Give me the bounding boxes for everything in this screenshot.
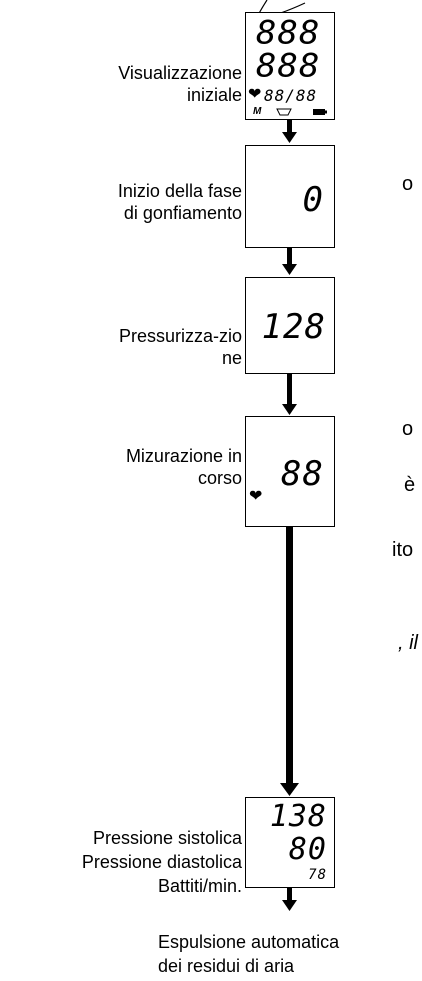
label-line: Pressione sistolica [92, 828, 242, 848]
label-line: Pressione diastolica [81, 852, 242, 872]
final-note: Espulsione automatica dei residui di ari… [158, 930, 339, 978]
label-line: Battiti/min. [157, 876, 242, 896]
battery-icon [313, 109, 327, 115]
label-line: iniziale [186, 85, 242, 105]
arrow-connectors [280, 120, 299, 911]
lcd-row: 888 [256, 47, 321, 85]
step-label-measuring: Mizurazione in corso [126, 445, 242, 489]
lcd-row: 88/88 [264, 86, 318, 105]
lcd-value: 88 [281, 454, 324, 494]
text-fragment: ito [392, 539, 414, 561]
label-line: corso [197, 468, 242, 488]
label-line: Visualizzazione [118, 63, 242, 83]
lcd-pulse: 78 [308, 867, 327, 883]
heart-icon: ❤ [249, 488, 263, 505]
step-label-inflation: Inizio della fase di gonfiamento [118, 180, 242, 224]
lcd-diastolic: 80 [288, 832, 327, 867]
lcd-display-measuring: 88 ❤ [245, 416, 335, 527]
lcd-display-result: 138 80 78 [245, 797, 335, 888]
cuff-icon [276, 108, 292, 116]
lcd-systolic: 138 [269, 799, 327, 834]
text-fragment: è [404, 474, 416, 496]
lcd-value: 128 [261, 307, 326, 347]
step-label-initial: Visualizzazione iniziale [118, 62, 242, 106]
step-label-result: Pressione sistolica Pressione diastolica… [82, 826, 242, 898]
final-note-line: dei residui di aria [158, 956, 295, 976]
lcd-display-pressurization: 128 [245, 277, 335, 374]
label-line: Pressurizza-zio [118, 326, 242, 346]
label-line: di gonfiamento [123, 203, 242, 223]
final-note-line: Espulsione automatica [158, 932, 340, 952]
memory-m-icon: M [253, 106, 262, 117]
lcd-display-initial: 888 888 ❤ 88/88 M [245, 12, 335, 120]
lcd-display-inflation: 0 [245, 145, 335, 248]
text-fragment: o [402, 418, 414, 440]
lcd-value: 0 [302, 180, 324, 220]
label-line: ne [221, 348, 242, 368]
heart-icon: ❤ [248, 86, 262, 103]
text-fragment: o [402, 173, 414, 195]
label-line: Inizio della fase [117, 181, 242, 201]
text-fragment: , il [398, 632, 418, 654]
label-line: Mizurazione in [125, 446, 242, 466]
step-label-pressurization: Pressurizza-zio ne [119, 325, 242, 369]
lcd-row: 888 [256, 14, 321, 52]
